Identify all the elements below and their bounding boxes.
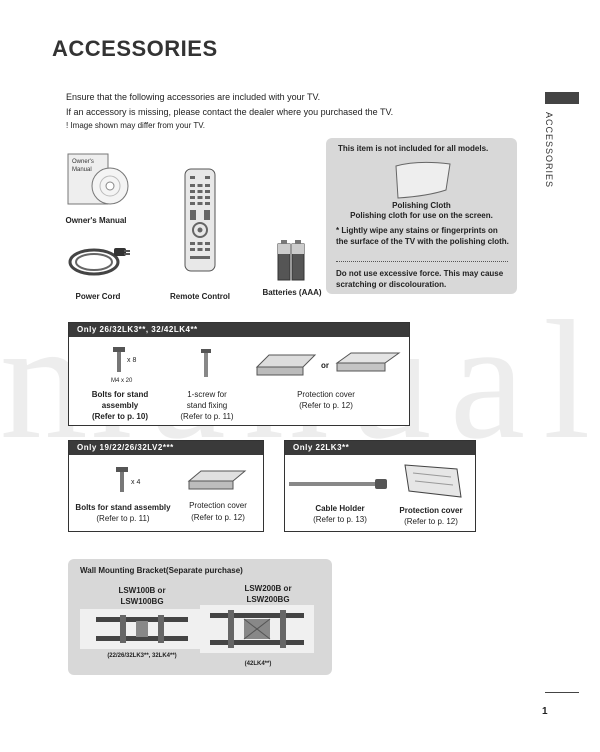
right-model-1: LSW200B or (244, 584, 292, 593)
manual-cover-text: Owner's Manual (72, 159, 94, 173)
bracket-right-image (200, 605, 314, 653)
bolt-image (109, 347, 129, 373)
polishing-cloth-image (388, 160, 458, 202)
panel-2-header: Only 19/22/26/32LV2*** (69, 441, 263, 455)
panel-1-header: Only 26/32LK3**, 32/42LK4** (69, 323, 409, 337)
panel-1-cover-caption-2: (Refer to p. 12) (299, 401, 353, 410)
wall-mount-header: Wall Mounting Bracket(Separate purchase) (80, 566, 243, 575)
or-label: or (321, 361, 329, 370)
panel-19-32lv2: Only 19/22/26/32LV2*** x 4 Bolts for sta… (68, 440, 264, 532)
bolt-caption-3: (Refer to p. 10) (91, 412, 148, 421)
panel-2-cover-caption-1: Protection cover (189, 501, 247, 510)
remote-control-image (183, 168, 217, 272)
cloth-description: Polishing cloth for use on the screen. (350, 211, 493, 220)
left-model-2: LSW100BG (120, 597, 164, 606)
cloth-title: Polishing Cloth (392, 201, 451, 210)
batteries-caption: Batteries (AAA) (262, 288, 322, 297)
cloth-box-header: This item is not included for all models… (338, 144, 489, 153)
cable-holder-image (289, 477, 389, 491)
power-cord-image (64, 240, 134, 280)
panel-2-cover-caption-2: (Refer to p. 12) (191, 513, 245, 522)
cloth-bullet: * Lightly wipe any stains or fingerprint… (336, 226, 509, 246)
screw-caption-1: 1-screw for (187, 390, 227, 399)
left-bracket-note: (22/26/32LK3**, 32LK4**) (107, 653, 177, 659)
footer-rule (545, 692, 579, 693)
panel-2-bolt-caption-2: (Refer to p. 11) (96, 514, 150, 523)
left-model-1: LSW100B or (118, 586, 166, 595)
right-model-2: LSW200BG (246, 595, 290, 604)
panel-3-cover-image (399, 461, 465, 501)
page-number: 1 (542, 706, 548, 717)
panel-2-cover-image (187, 469, 247, 493)
bolt-size: M4 x 20 (111, 378, 133, 384)
screw-image (199, 349, 213, 379)
protection-cover-image-b (335, 351, 401, 375)
owners-manual-caption: Owner's Manual (65, 216, 127, 225)
panel-2-bolt-image (113, 467, 131, 493)
cable-holder-caption-2: (Refer to p. 13) (313, 515, 367, 524)
cloth-divider (336, 261, 508, 262)
intro-line-2: If an accessory is missing, please conta… (66, 107, 394, 117)
protection-cover-image-a (255, 353, 317, 377)
batteries-image (276, 238, 306, 282)
cable-holder-caption-1: Cable Holder (315, 504, 365, 513)
panel-3-cover-caption-1: Protection cover (399, 506, 463, 515)
owners-manual-image: Owner's Manual (66, 152, 130, 208)
power-cord-caption: Power Cord (75, 292, 121, 301)
panel-22lk3: Only 22LK3** Cable Holder (Refer to p. 1… (284, 440, 476, 532)
section-tab (545, 92, 579, 104)
panel-3-header: Only 22LK3** (285, 441, 475, 455)
screw-caption-3: (Refer to p. 11) (180, 412, 234, 421)
bracket-left-image (80, 609, 204, 649)
intro-line-1: Ensure that the following accessories ar… (66, 92, 321, 102)
bolt-caption-2: assembly (101, 401, 139, 410)
right-bracket-note: (42LK4**) (244, 661, 272, 667)
cloth-warning: Do not use excessive force. This may cau… (336, 269, 504, 289)
wall-mount-box: Wall Mounting Bracket(Separate purchase)… (68, 559, 332, 675)
bolt-quantity: x 8 (127, 357, 137, 364)
page-title: ACCESSORIES (52, 36, 218, 61)
panel-26-32lk3: Only 26/32LK3**, 32/42LK4** x 8 M4 x 20 … (68, 322, 410, 426)
remote-control-caption: Remote Control (170, 292, 230, 301)
panel-1-cover-caption-1: Protection cover (297, 390, 355, 399)
panel-2-bolt-quantity: x 4 (131, 479, 141, 486)
side-section-label: ACCESSORIES (544, 112, 554, 189)
screw-caption-2: stand fixing (186, 401, 228, 410)
polishing-cloth-box: This item is not included for all models… (326, 138, 517, 294)
panel-3-cover-caption-2: (Refer to p. 12) (404, 517, 458, 526)
intro-note: ! Image shown may differ from your TV. (66, 121, 206, 130)
panel-2-bolt-caption-1: Bolts for stand assembly (75, 503, 171, 512)
bolt-caption-1: Bolts for stand (91, 390, 149, 399)
